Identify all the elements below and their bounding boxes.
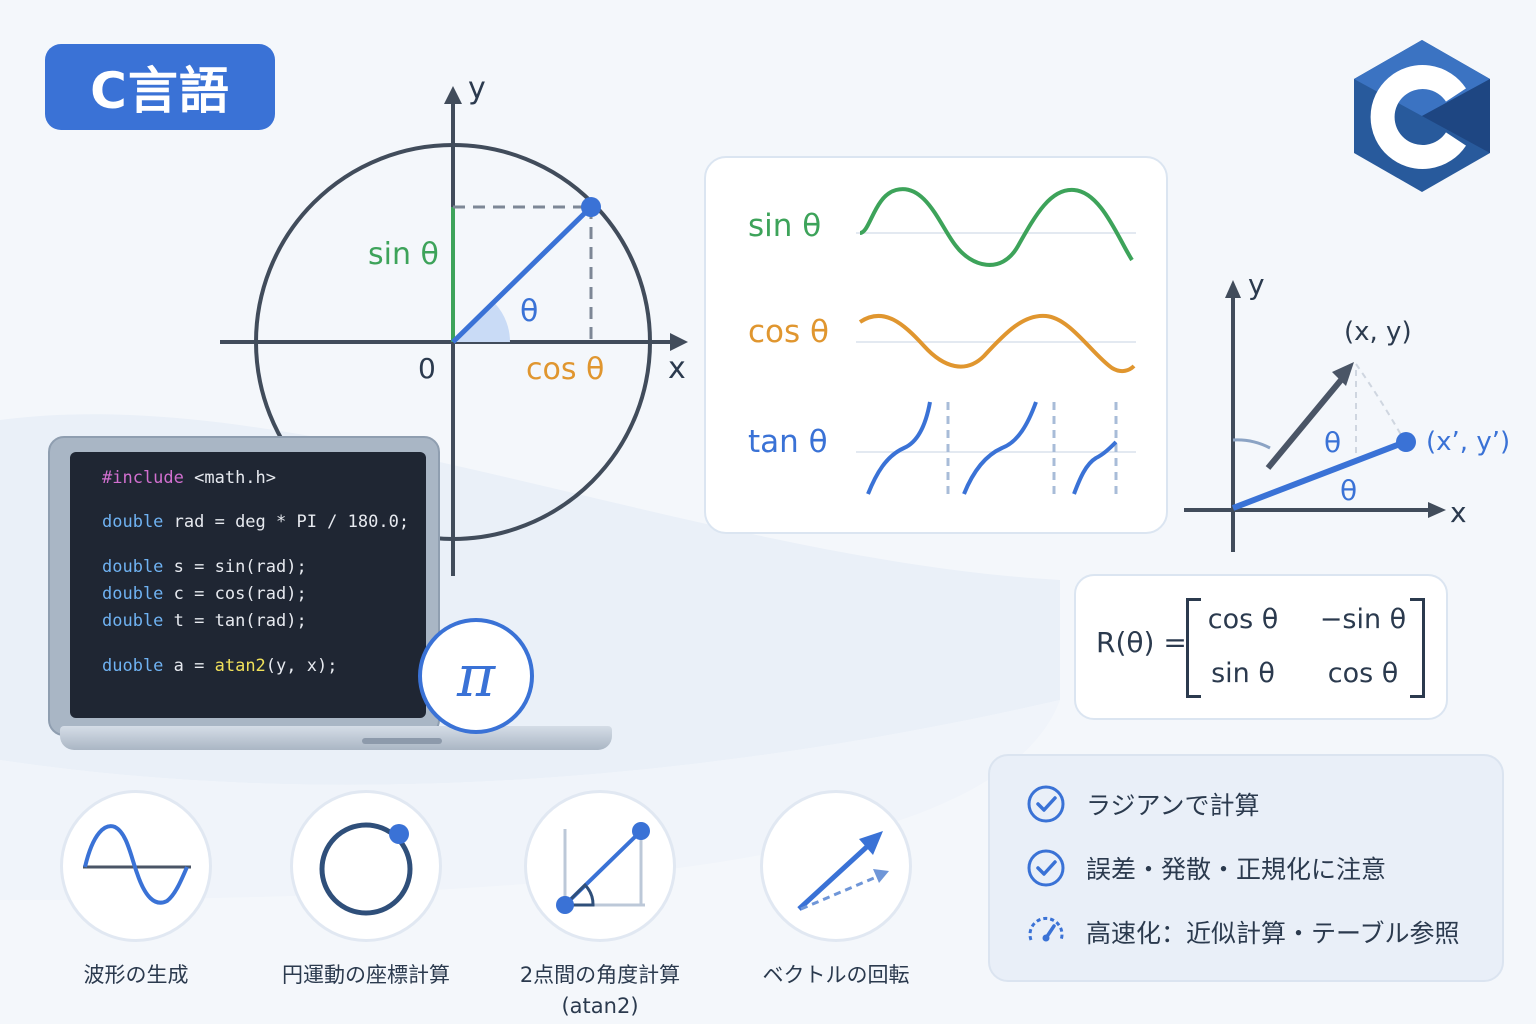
matrix-right-bracket: [1410, 598, 1425, 698]
tan-wave-label: tan θ: [748, 424, 828, 460]
cos-wave-graph: [856, 313, 1136, 374]
note-text: ラジアンで計算: [1086, 791, 1260, 820]
trig-waves-card: sin θ cos θ tan θ: [704, 156, 1168, 534]
c-language-badge: C言語: [45, 44, 275, 130]
sin-wave-row: sin θ: [706, 178, 1166, 288]
tan-wave-curve: [962, 401, 1038, 495]
rotation-matrix-card: R(θ) = cos θ −sin θ sin θ cos θ: [1074, 574, 1448, 720]
note-item: 誤差・発散・正規化に注意: [1026, 848, 1386, 888]
code-editor: #include <math.h> double rad = deg * PI …: [70, 452, 426, 718]
feature-vector-rotation: ベクトルの回転: [736, 790, 936, 991]
matrix-left-bracket: [1186, 598, 1201, 698]
x-axis-arrow: [670, 333, 688, 351]
theta-label: θ: [520, 294, 538, 329]
note-text: 高速化：近似計算・テーブル参照: [1086, 919, 1460, 948]
sine-wave-icon: [83, 824, 191, 905]
matrix-cell: cos θ: [1207, 604, 1279, 635]
laptop-base: [60, 726, 612, 750]
sin-label: sin θ: [368, 237, 439, 272]
cos-wave-label: cos θ: [748, 314, 829, 350]
code-line: double t = tan(rad);: [102, 611, 307, 631]
unit-circle-diagram: y x 0 sin θ cos θ θ: [220, 71, 688, 576]
check-circle-icon: [1027, 785, 1065, 823]
laptop-lid: #include <math.h> double rad = deg * PI …: [48, 436, 440, 736]
rotated-point: [1396, 432, 1416, 452]
rot-y-label: y: [1248, 268, 1265, 301]
rot-x-label: x: [1450, 496, 1467, 529]
feature-label: 円運動の座標計算: [282, 963, 450, 987]
note-item: ラジアンで計算: [1026, 784, 1260, 824]
check-circle-icon: [1027, 849, 1065, 887]
theta-arc: [453, 304, 510, 342]
cos-wave-row: cos θ: [706, 284, 1166, 394]
feature-circle: [60, 790, 212, 942]
feature-angle: 2点間の角度計算(atan2): [500, 790, 700, 1022]
radius-line: [451, 205, 593, 344]
feature-circle: [524, 790, 676, 942]
code-line-atan2: duoble a = atan2(y, x);: [102, 656, 338, 676]
angle-icon: [556, 822, 650, 914]
pi-icon: π: [418, 618, 534, 734]
theta-lower-label: θ: [1340, 474, 1357, 507]
feature-waveform: 波形の生成: [36, 790, 236, 991]
code-line: double s = sin(rad);: [102, 557, 307, 577]
notes-panel: ラジアンで計算 誤差・発散・正規化に注意 高速化：近似計算・テーブル参照: [988, 754, 1504, 982]
original-point-label: (x, y): [1344, 317, 1412, 347]
theta-upper-label: θ: [1324, 426, 1341, 459]
circle-motion-icon: [319, 822, 413, 916]
matrix-cell: cos θ: [1327, 658, 1399, 689]
vector-rotation-diagram: y x (x, y) (x’, y’) θ θ: [1184, 268, 1510, 552]
sin-wave-label: sin θ: [748, 208, 822, 244]
matrix-cell: sin θ: [1211, 658, 1275, 689]
feature-label: 2点間の角度計算(atan2): [519, 963, 681, 1018]
feature-label: 波形の生成: [83, 963, 189, 987]
code-line: double rad = deg * PI / 180.0;: [102, 512, 410, 532]
tan-wave-row: tan θ: [706, 394, 1166, 504]
y-axis-arrow: [444, 86, 462, 104]
original-vector: [1265, 372, 1349, 470]
feature-circle: [290, 790, 442, 942]
vector-rotate-icon: [797, 831, 889, 911]
sin-wave-curve: [859, 187, 1134, 267]
rotated-vector: [1231, 441, 1402, 511]
matrix-lhs: R(θ) =: [1096, 626, 1187, 659]
tan-wave-curve: [866, 401, 932, 495]
feature-label: ベクトルの回転: [762, 963, 910, 987]
x-axis-label: x: [668, 351, 686, 386]
sin-wave-graph: [856, 187, 1136, 267]
tan-wave-curve: [1072, 440, 1118, 495]
note-item: 高速化：近似計算・テーブル参照: [1026, 912, 1460, 952]
circle-point: [581, 197, 601, 217]
feature-circle: [760, 790, 912, 942]
matrix-cell: −sin θ: [1319, 604, 1407, 635]
cos-label: cos θ: [526, 352, 604, 387]
note-text: 誤差・発散・正規化に注意: [1086, 855, 1387, 884]
laptop-notch: [362, 738, 442, 744]
cos-wave-curve: [858, 313, 1136, 374]
speedometer-icon: [1028, 917, 1064, 942]
c-language-logo-icon: [1354, 40, 1490, 192]
code-line: double c = cos(rad);: [102, 584, 307, 604]
y-axis-label: y: [468, 71, 486, 106]
tan-wave-graph: [856, 401, 1136, 498]
origin-label: 0: [418, 352, 436, 385]
feature-circular-motion: 円運動の座標計算: [266, 790, 466, 991]
code-line-include: #include <math.h>: [102, 468, 277, 488]
rotated-point-label: (x’, y’): [1426, 427, 1510, 457]
